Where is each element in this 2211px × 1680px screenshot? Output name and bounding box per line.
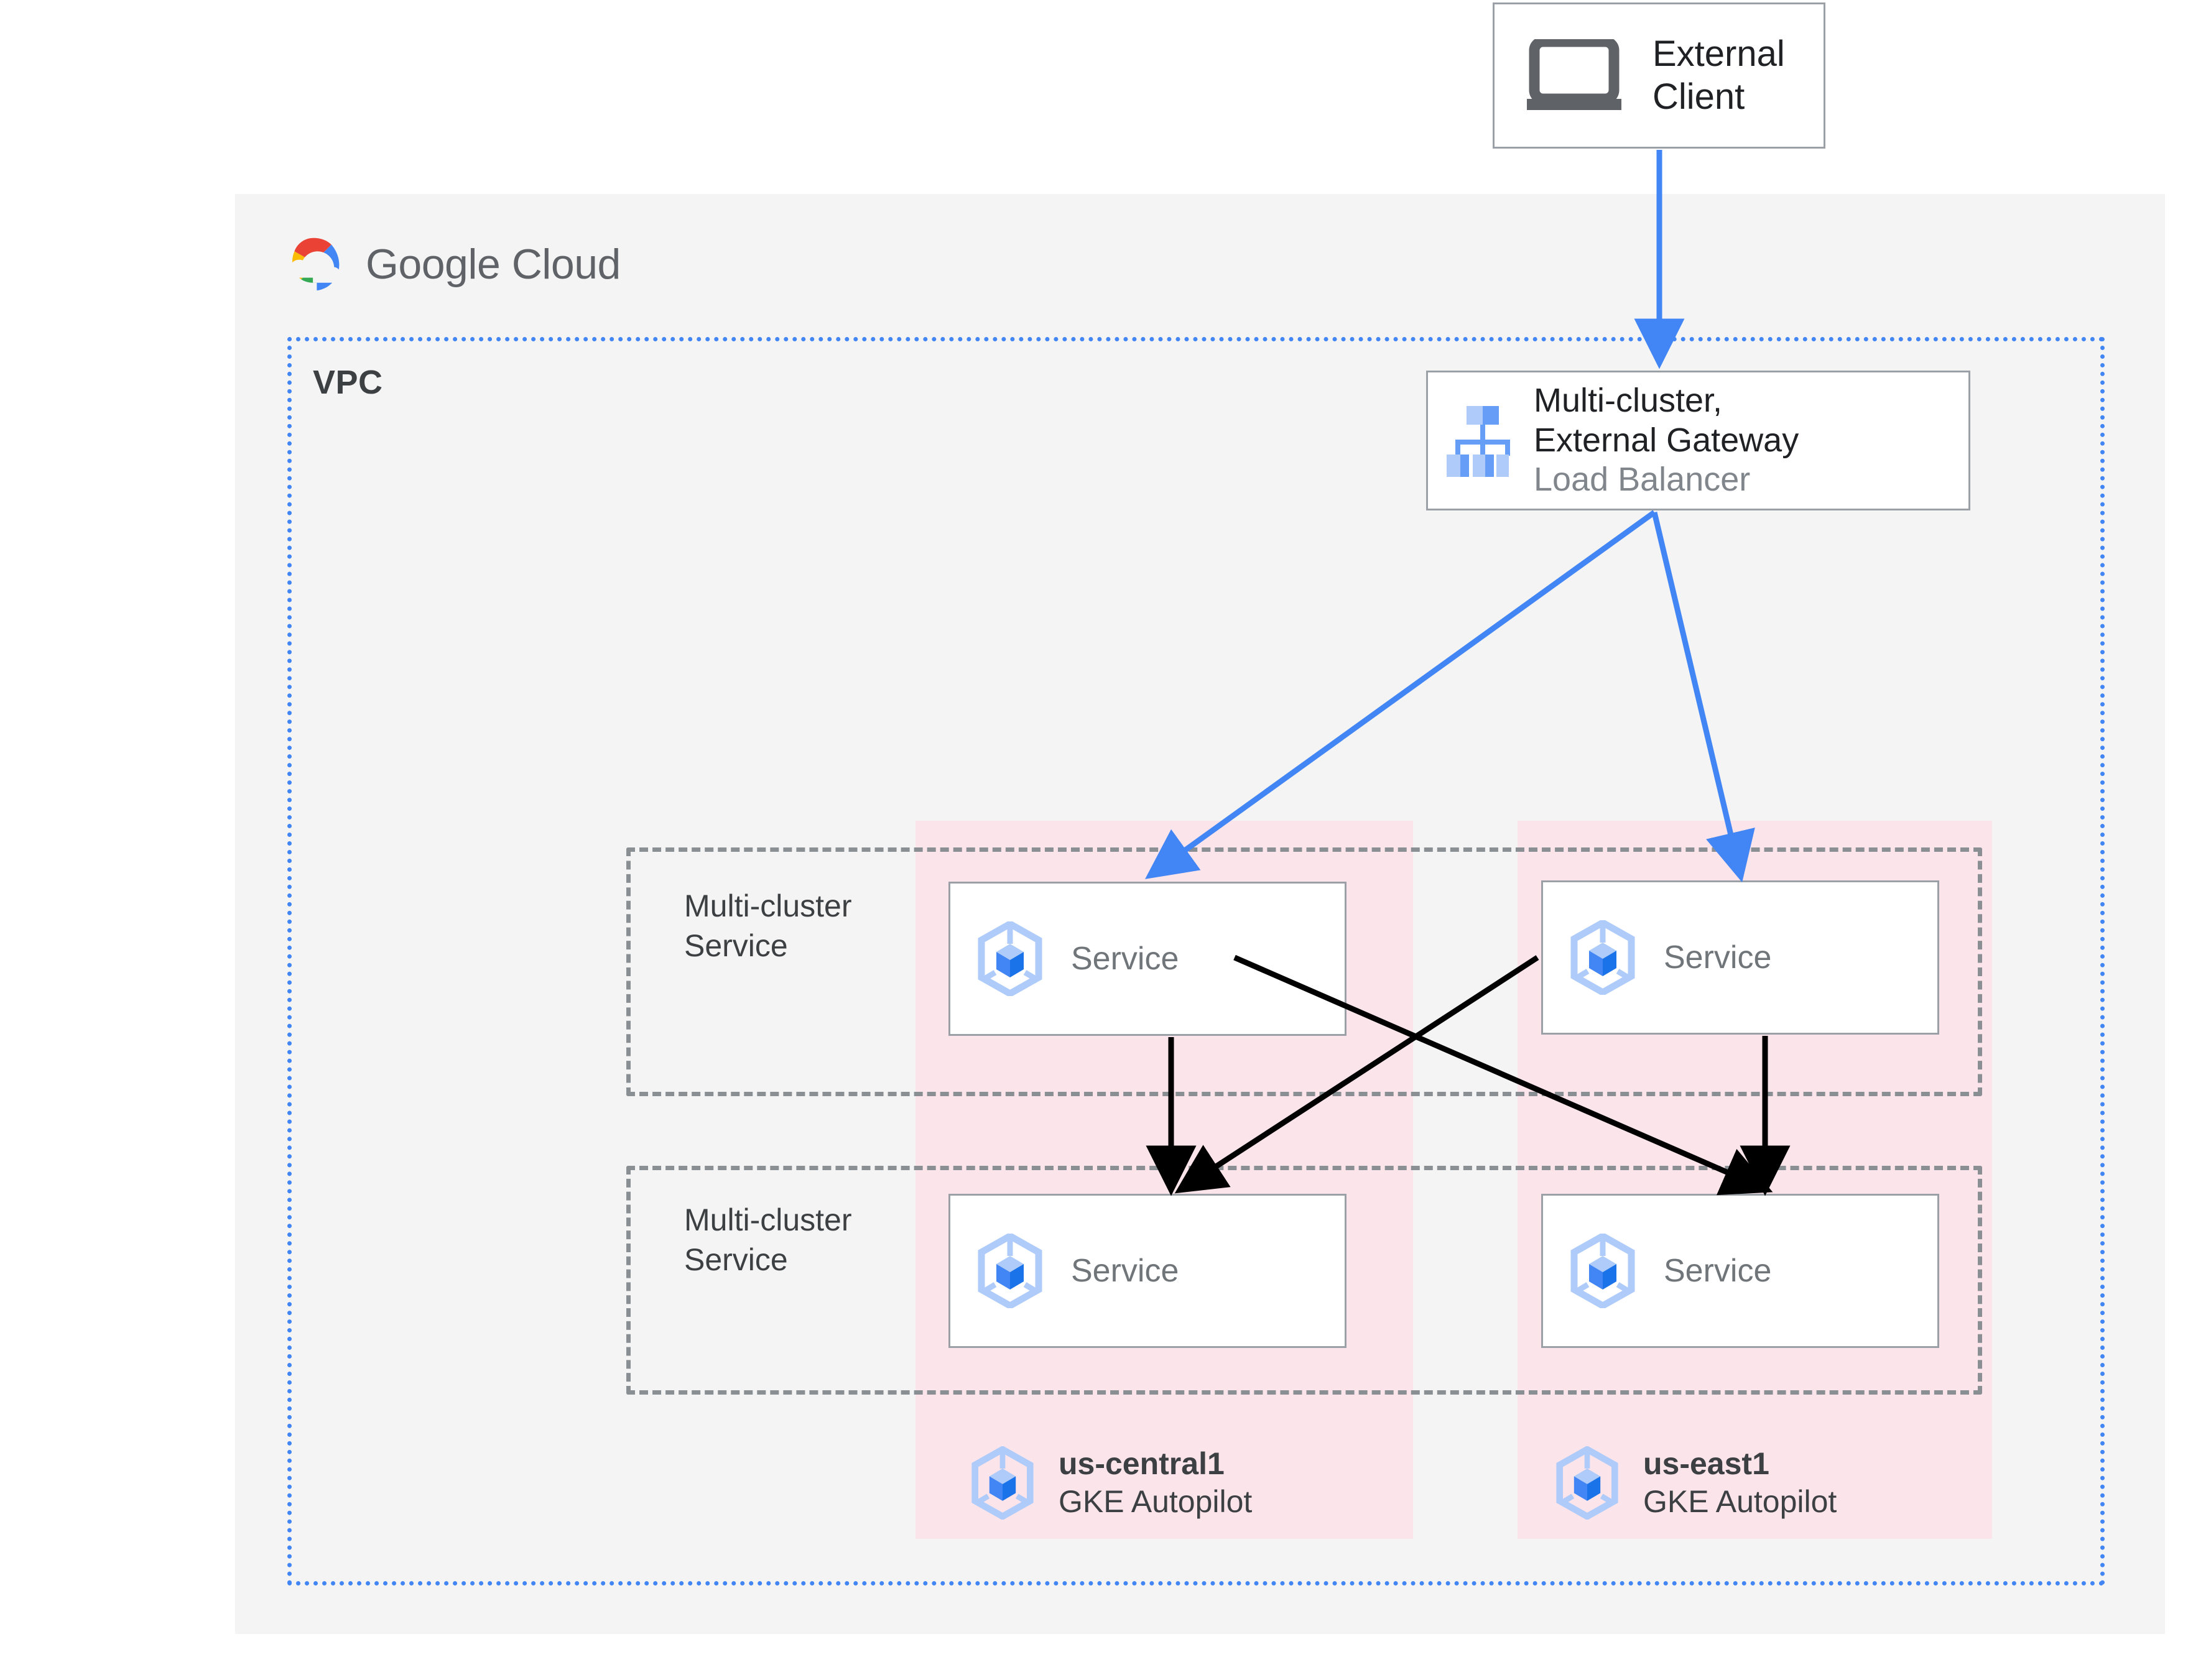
gke-cluster-icon [970, 1445, 1035, 1521]
laptop-icon [1524, 36, 1624, 113]
load-balancer-title-line1: Multi-cluster, [1534, 381, 1723, 419]
mcs-bottom-line2: Service [684, 1242, 788, 1277]
vpc-boundary [287, 337, 2105, 1585]
external-client-node[interactable]: External Client [1493, 2, 1825, 149]
mcs-top-line2: Service [684, 928, 788, 963]
external-client-line2: Client [1652, 76, 1745, 117]
service-label: Service [1071, 941, 1179, 977]
external-client-line1: External [1652, 34, 1785, 75]
gke-cluster-icon [1555, 1445, 1620, 1521]
load-balancer-icon [1443, 401, 1511, 481]
load-balancer-title-line2: External Gateway [1534, 421, 1799, 459]
service-label: Service [1071, 1253, 1179, 1289]
mcs-top-line1: Multi-cluster [684, 888, 852, 923]
brand-cloud: Cloud [511, 241, 621, 288]
cluster-kind: GKE Autopilot [1643, 1484, 1837, 1519]
service-node-us-east1-bottom[interactable]: Service [1541, 1194, 1939, 1348]
service-label: Service [1664, 939, 1772, 976]
cluster-kind: GKE Autopilot [1059, 1484, 1253, 1519]
load-balancer-subtitle: Load Balancer [1534, 461, 1751, 499]
mcs-bottom-line1: Multi-cluster [684, 1202, 852, 1237]
service-node-us-central1-top[interactable]: Service [948, 882, 1347, 1036]
gke-service-icon [976, 920, 1044, 998]
vpc-label: VPC [313, 364, 383, 401]
service-node-us-east1-top[interactable]: Service [1541, 880, 1939, 1035]
service-node-us-central1-bottom[interactable]: Service [948, 1194, 1347, 1348]
google-cloud-brand: Google Cloud [280, 230, 715, 298]
cluster-name: us-east1 [1643, 1446, 1769, 1481]
load-balancer-label: Multi-cluster, External Gateway Load Bal… [1534, 381, 1799, 500]
external-client-label: External Client [1652, 33, 1785, 118]
cluster-name: us-central1 [1059, 1446, 1225, 1481]
gke-service-icon [976, 1232, 1044, 1310]
multi-cluster-service-label-top: Multi-cluster Service [684, 886, 851, 966]
cluster-caption-text: us-central1 GKE Autopilot [1059, 1445, 1252, 1521]
load-balancer-node[interactable]: Multi-cluster, External Gateway Load Bal… [1426, 371, 1970, 510]
gke-service-icon [1569, 918, 1636, 997]
multi-cluster-service-label-bottom: Multi-cluster Service [684, 1200, 851, 1280]
google-cloud-wordmark: Google Cloud [366, 240, 621, 288]
cluster-caption-us-central1: us-central1 GKE Autopilot [970, 1433, 1406, 1533]
gke-service-icon [1569, 1232, 1636, 1310]
service-label: Service [1664, 1253, 1772, 1289]
brand-google: Google [366, 241, 501, 288]
cluster-caption-text: us-east1 GKE Autopilot [1643, 1445, 1837, 1521]
google-cloud-logo-icon [280, 234, 347, 294]
cluster-caption-us-east1: us-east1 GKE Autopilot [1555, 1433, 1990, 1533]
